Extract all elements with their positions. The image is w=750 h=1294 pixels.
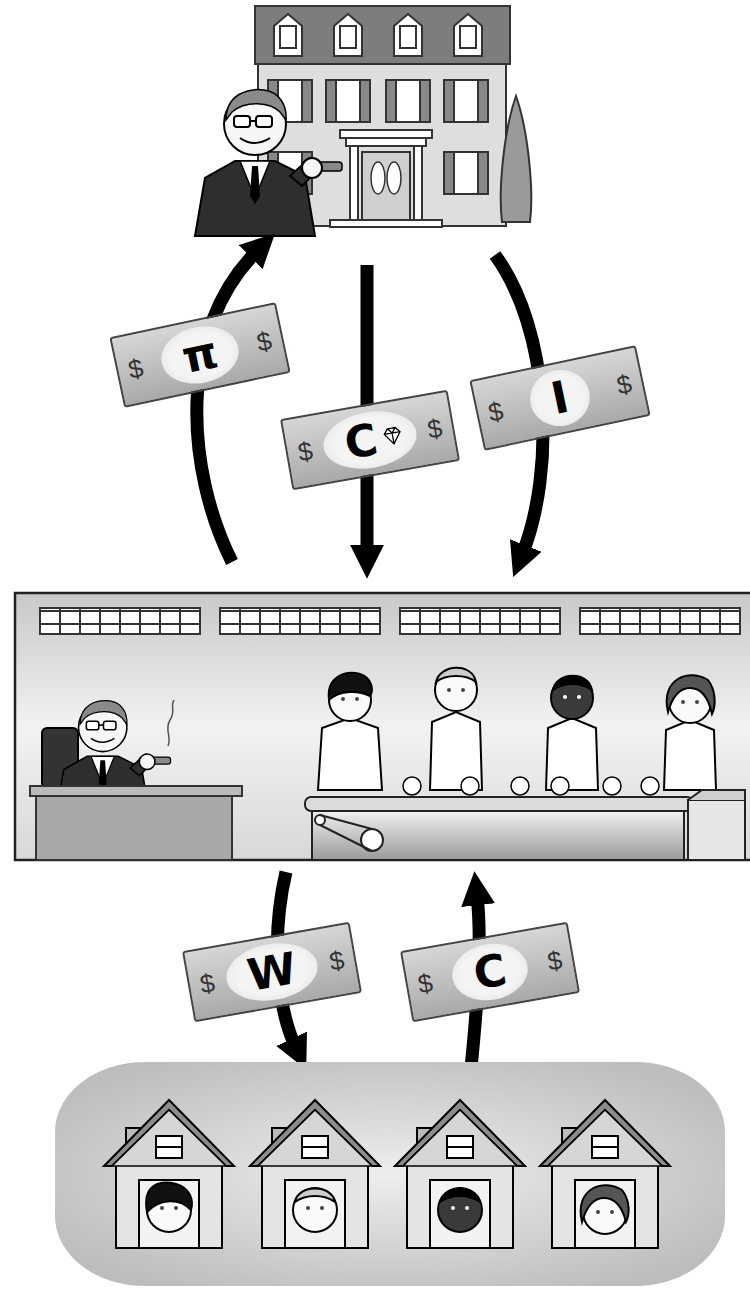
capitalist-figure [195, 90, 342, 236]
currency-sign: $ [125, 352, 146, 385]
flow-symbol: C [319, 404, 422, 476]
money-bill: $ I $ [469, 345, 650, 451]
factory [15, 593, 750, 860]
currency-sign: $ [327, 944, 347, 977]
households [55, 1062, 725, 1286]
money-bill: $W$ [182, 922, 362, 1022]
currency-sign: $ [295, 435, 315, 468]
money-bill: $C$ [280, 390, 460, 490]
currency-sign: $ [485, 395, 506, 428]
flow-symbol: I [525, 364, 596, 431]
flow-symbol: W [222, 936, 323, 1007]
currency-sign: $ [254, 325, 275, 358]
diamond-icon [381, 425, 404, 446]
currency-sign: $ [197, 967, 217, 1000]
currency-sign: $ [425, 412, 445, 445]
money-bill: $ C $ [400, 922, 580, 1022]
flow-symbol: C [448, 938, 533, 1006]
currency-sign: $ [614, 368, 635, 401]
currency-sign: $ [545, 944, 565, 977]
money-bill: $ π $ [109, 302, 290, 408]
diamond-shape [384, 427, 403, 446]
currency-sign: $ [415, 967, 435, 1000]
flow-symbol: π [156, 319, 245, 390]
